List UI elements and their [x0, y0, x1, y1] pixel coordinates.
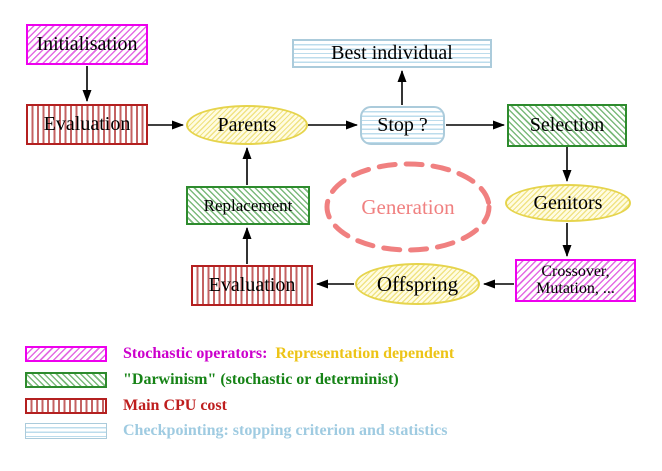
- node-offspring: Offspring: [355, 263, 480, 305]
- node-genitors: Genitors: [505, 184, 631, 222]
- crossover-line1: Crossover,: [541, 262, 610, 280]
- legend-swatch-stochastic-operators: [25, 346, 107, 362]
- generation-cycle-outline: [324, 161, 492, 253]
- legend-label-stochastic: Stochastic operators:: [123, 345, 268, 362]
- legend-swatch-darwinism: [25, 372, 107, 388]
- node-crossover-mutation: Crossover, Mutation, ...: [515, 259, 636, 302]
- legend-label-cpu-cost: Main CPU cost: [123, 397, 227, 414]
- legend-row-cpu-cost: Main CPU cost: [0, 396, 227, 416]
- legend-label-representation: Representation dependent: [275, 345, 455, 362]
- legend-swatch-checkpointing: [25, 423, 107, 439]
- node-evaluation-top: Evaluation: [26, 104, 148, 145]
- node-best-individual: Best individual: [292, 39, 492, 68]
- legend-row-checkpointing: Checkpointing: stopping criterion and st…: [0, 421, 447, 441]
- legend-label-checkpointing: Checkpointing: stopping criterion and st…: [123, 422, 448, 439]
- node-evaluation-bottom: Evaluation: [191, 265, 313, 306]
- legend-row-darwinism: "Darwinism" (stochastic or determinist): [0, 370, 399, 390]
- node-replacement: Replacement: [186, 186, 310, 225]
- generation-cycle-label: Generation: [361, 194, 455, 219]
- node-selection: Selection: [507, 104, 627, 147]
- crossover-line2: Mutation, ...: [536, 279, 615, 297]
- legend-row-stochastic: Stochastic operators: Representation dep…: [0, 344, 454, 364]
- node-parents: Parents: [186, 105, 308, 145]
- node-initialisation: Initialisation: [26, 24, 148, 65]
- legend-swatch-cpu-cost: [25, 398, 107, 414]
- legend-label-darwinism: "Darwinism" (stochastic or determinist): [123, 371, 399, 388]
- node-stop-condition: Stop ?: [360, 106, 445, 145]
